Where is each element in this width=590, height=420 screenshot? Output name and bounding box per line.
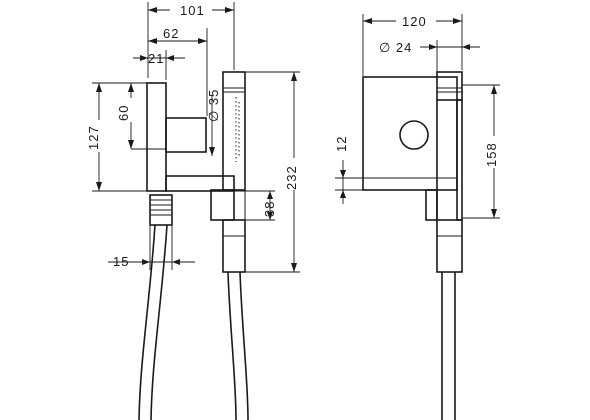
dim-60: 60 [116,105,131,121]
dim-232: 232 [284,165,299,190]
dim-127: 127 [86,125,101,150]
side-holder-block [165,117,207,153]
front-hand-shower-head [436,71,463,101]
dim-101: 101 [180,3,205,18]
side-hand-shower-head [222,71,246,191]
side-view [138,71,249,420]
side-hose-right [227,271,237,420]
dim-15: 15 [113,254,129,269]
front-view-dimensions: 120 ∅ 24 12 158 [334,13,500,219]
dim-12: 12 [334,136,349,152]
side-shower-grip [210,189,235,221]
front-wall-plate [362,76,458,191]
dim-diameter-35: ∅ 35 [206,89,221,122]
side-connector [165,175,235,192]
front-hand-shower-grip [425,189,438,221]
dim-38: 38 [262,201,277,217]
dim-120: 120 [402,14,427,29]
dim-diameter-24: ∅ 24 [379,40,412,55]
dim-158: 158 [484,142,499,167]
spray-nozzles [235,97,240,162]
front-round-outlet [399,120,429,150]
side-shower-handle [222,219,246,273]
side-hose-left [138,224,156,420]
dim-21: 21 [148,51,164,66]
front-hand-shower-handle [436,219,463,273]
side-view-dimensions: 101 62 21 60 127 ∅ 35 [86,2,300,273]
side-wall-plate [146,82,167,192]
front-hand-shower-body [456,99,463,221]
front-view [362,71,463,420]
side-hose-right-inner [239,271,249,420]
side-hose-left-inner [150,224,168,420]
dim-62: 62 [163,26,179,41]
